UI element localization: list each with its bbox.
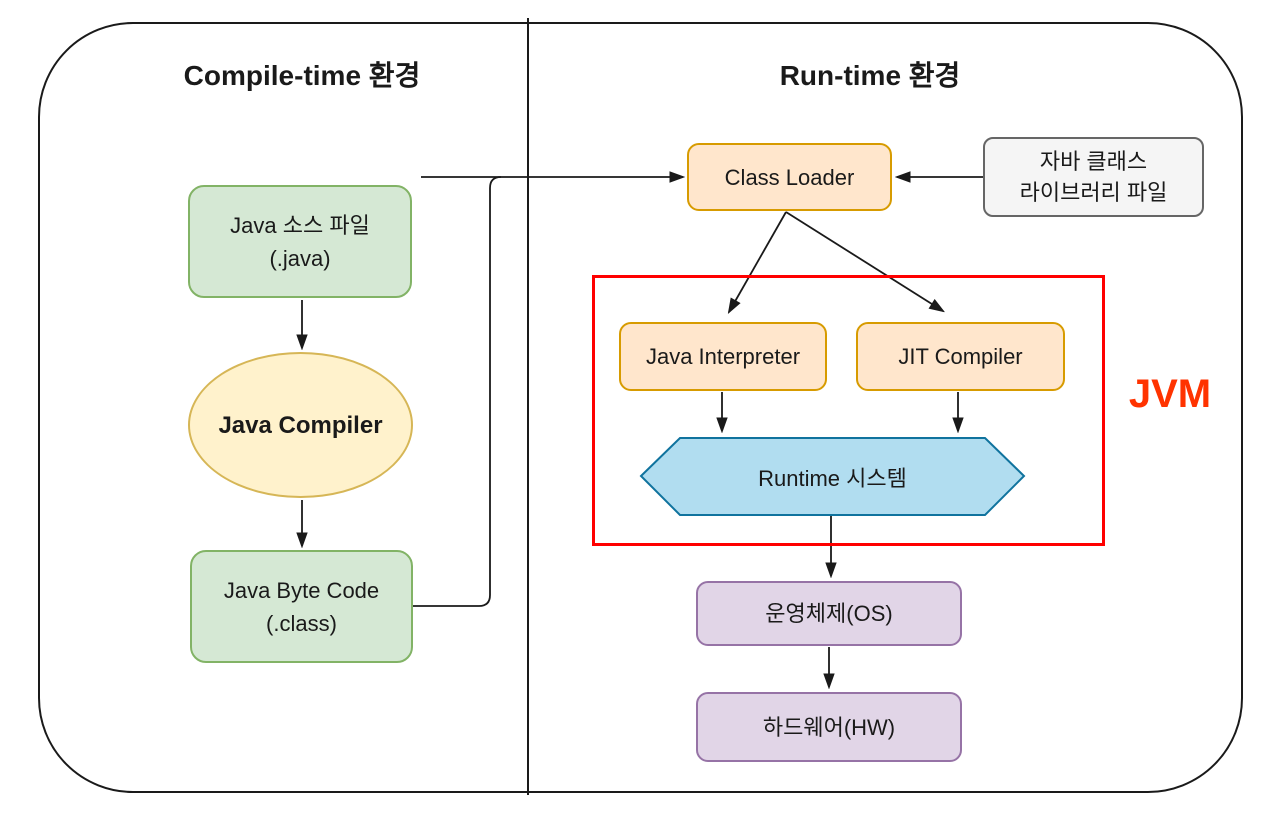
node-java-source-file: Java 소스 파일 (.java) [188,185,412,298]
java-source-label-line1: Java 소스 파일 [230,212,370,238]
runtime-system-label: Runtime 시스템 [758,465,907,491]
node-java-interpreter: Java Interpreter [619,322,827,391]
node-java-compiler: Java Compiler [188,352,413,498]
java-byte-code-label-line2: (.class) [266,610,337,636]
java-source-label-line2: (.java) [269,245,331,271]
node-jit-compiler: JIT Compiler [856,322,1065,391]
jvm-boundary-box [592,275,1105,546]
node-java-class-library: 자바 클래스 라이브러리 파일 [983,137,1204,217]
class-library-label-line1: 자바 클래스 [1039,149,1148,174]
jvm-boundary-label: JVM [1128,372,1212,416]
node-hardware: 하드웨어(HW) [696,692,962,762]
java-compiler-label: Java Compiler [218,411,383,439]
class-library-label-line2: 라이브러리 파일 [1019,180,1168,205]
os-label: 운영체제(OS) [765,601,893,626]
class-loader-label: Class Loader [724,164,855,190]
diagram-outer-border [38,22,1243,793]
compile-time-panel-title: Compile-time 환경 [183,60,421,91]
java-interpreter-label: Java Interpreter [645,344,801,369]
node-class-loader: Class Loader [687,143,892,211]
java-byte-code-label-line1: Java Byte Code [223,577,380,603]
panel-divider-line [527,18,529,795]
node-operating-system: 운영체제(OS) [696,581,962,646]
jit-compiler-label: JIT Compiler [898,344,1023,369]
run-time-panel-title: Run-time 환경 [779,60,961,91]
node-java-byte-code: Java Byte Code (.class) [190,550,413,663]
hardware-label: 하드웨어(HW) [762,714,896,740]
